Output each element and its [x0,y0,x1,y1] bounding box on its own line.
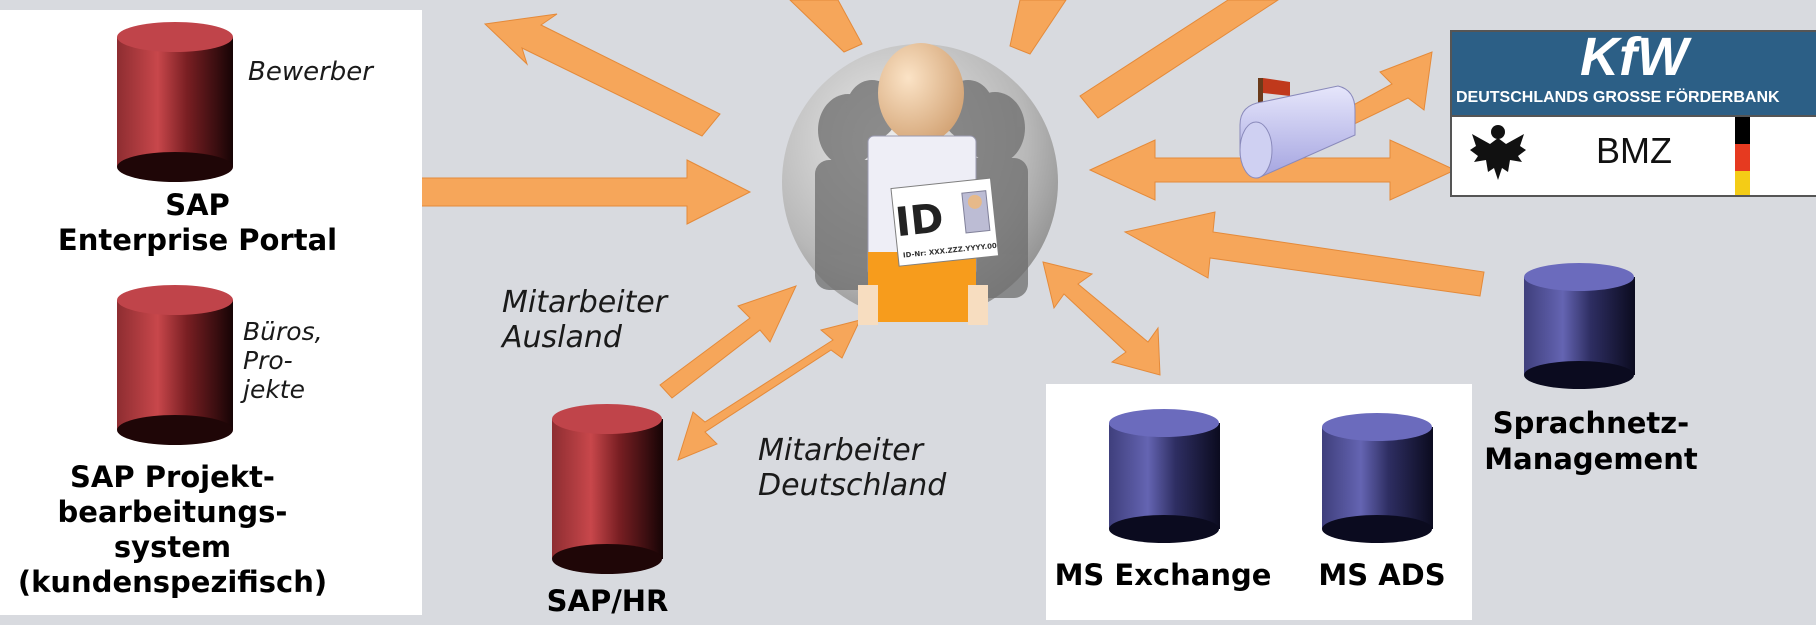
kfw-header [1452,32,1816,115]
label-sprach-1: Sprachnetz- [1492,406,1690,440]
arrow-top-1 [789,0,863,53]
arrow-abroad-to-center [659,285,797,399]
label-germany-2: Deutschland [758,468,947,503]
db-enterprise-portal-icon [117,22,233,182]
label-pbs-3: system [113,530,232,564]
arrow-top-3 [1079,0,1279,119]
label-pbs-4: (kundenspezifisch) [17,565,328,599]
label-sap-portal-1: SAP [165,188,230,222]
arrow-top-2 [1009,0,1067,55]
arrow-ms-double [1042,261,1161,376]
label-sprach-2: Management [1484,442,1698,476]
note-bueros-2: Pro- [243,346,293,375]
db-ms-ads-icon [1322,413,1433,543]
note-bewerber: Bewerber [248,57,373,87]
db-ms-exchange-icon [1109,409,1220,543]
flag-black [1735,117,1750,144]
bmz-label: BMZ [1596,130,1672,171]
flag-gold [1735,171,1750,195]
label-germany-1: Mitarbeiter [758,433,924,468]
kfw-logo-text: KfW [1580,27,1688,87]
label-abroad-2: Ausland [502,320,622,355]
label-pbs-1: SAP Projekt- [70,460,275,494]
arrow-top-left [483,13,721,137]
identity-ball-icon [782,43,1058,325]
arrow-mail-to-kfw [1334,51,1433,129]
id-card-text: ID [893,195,946,246]
db-project-system-icon [117,285,233,445]
kfw-tagline: DEUTSCHLANDS GROSSE FÖRDERBANK [1456,89,1780,106]
note-bueros-1: Büros, [243,317,323,346]
mailbox-icon [1239,78,1356,179]
db-sprachnetz-icon [1524,263,1635,389]
flag-red [1735,144,1750,171]
db-sap-hr-icon [552,404,663,574]
label-pbs-2: bearbeitungs- [57,495,288,529]
note-bueros-3: jekte [243,375,305,404]
label-sap-portal-2: Enterprise Portal [57,223,338,257]
label-sap-hr: SAP/HR [546,584,669,618]
label-abroad-1: Mitarbeiter [502,285,668,320]
label-ms-exchange: MS Exchange [1054,558,1272,592]
arrow-sprach-to-center [1123,211,1485,297]
bmz-divider [1452,115,1816,117]
eagle-icon [1470,125,1526,180]
label-ms-ads: MS ADS [1318,558,1446,592]
